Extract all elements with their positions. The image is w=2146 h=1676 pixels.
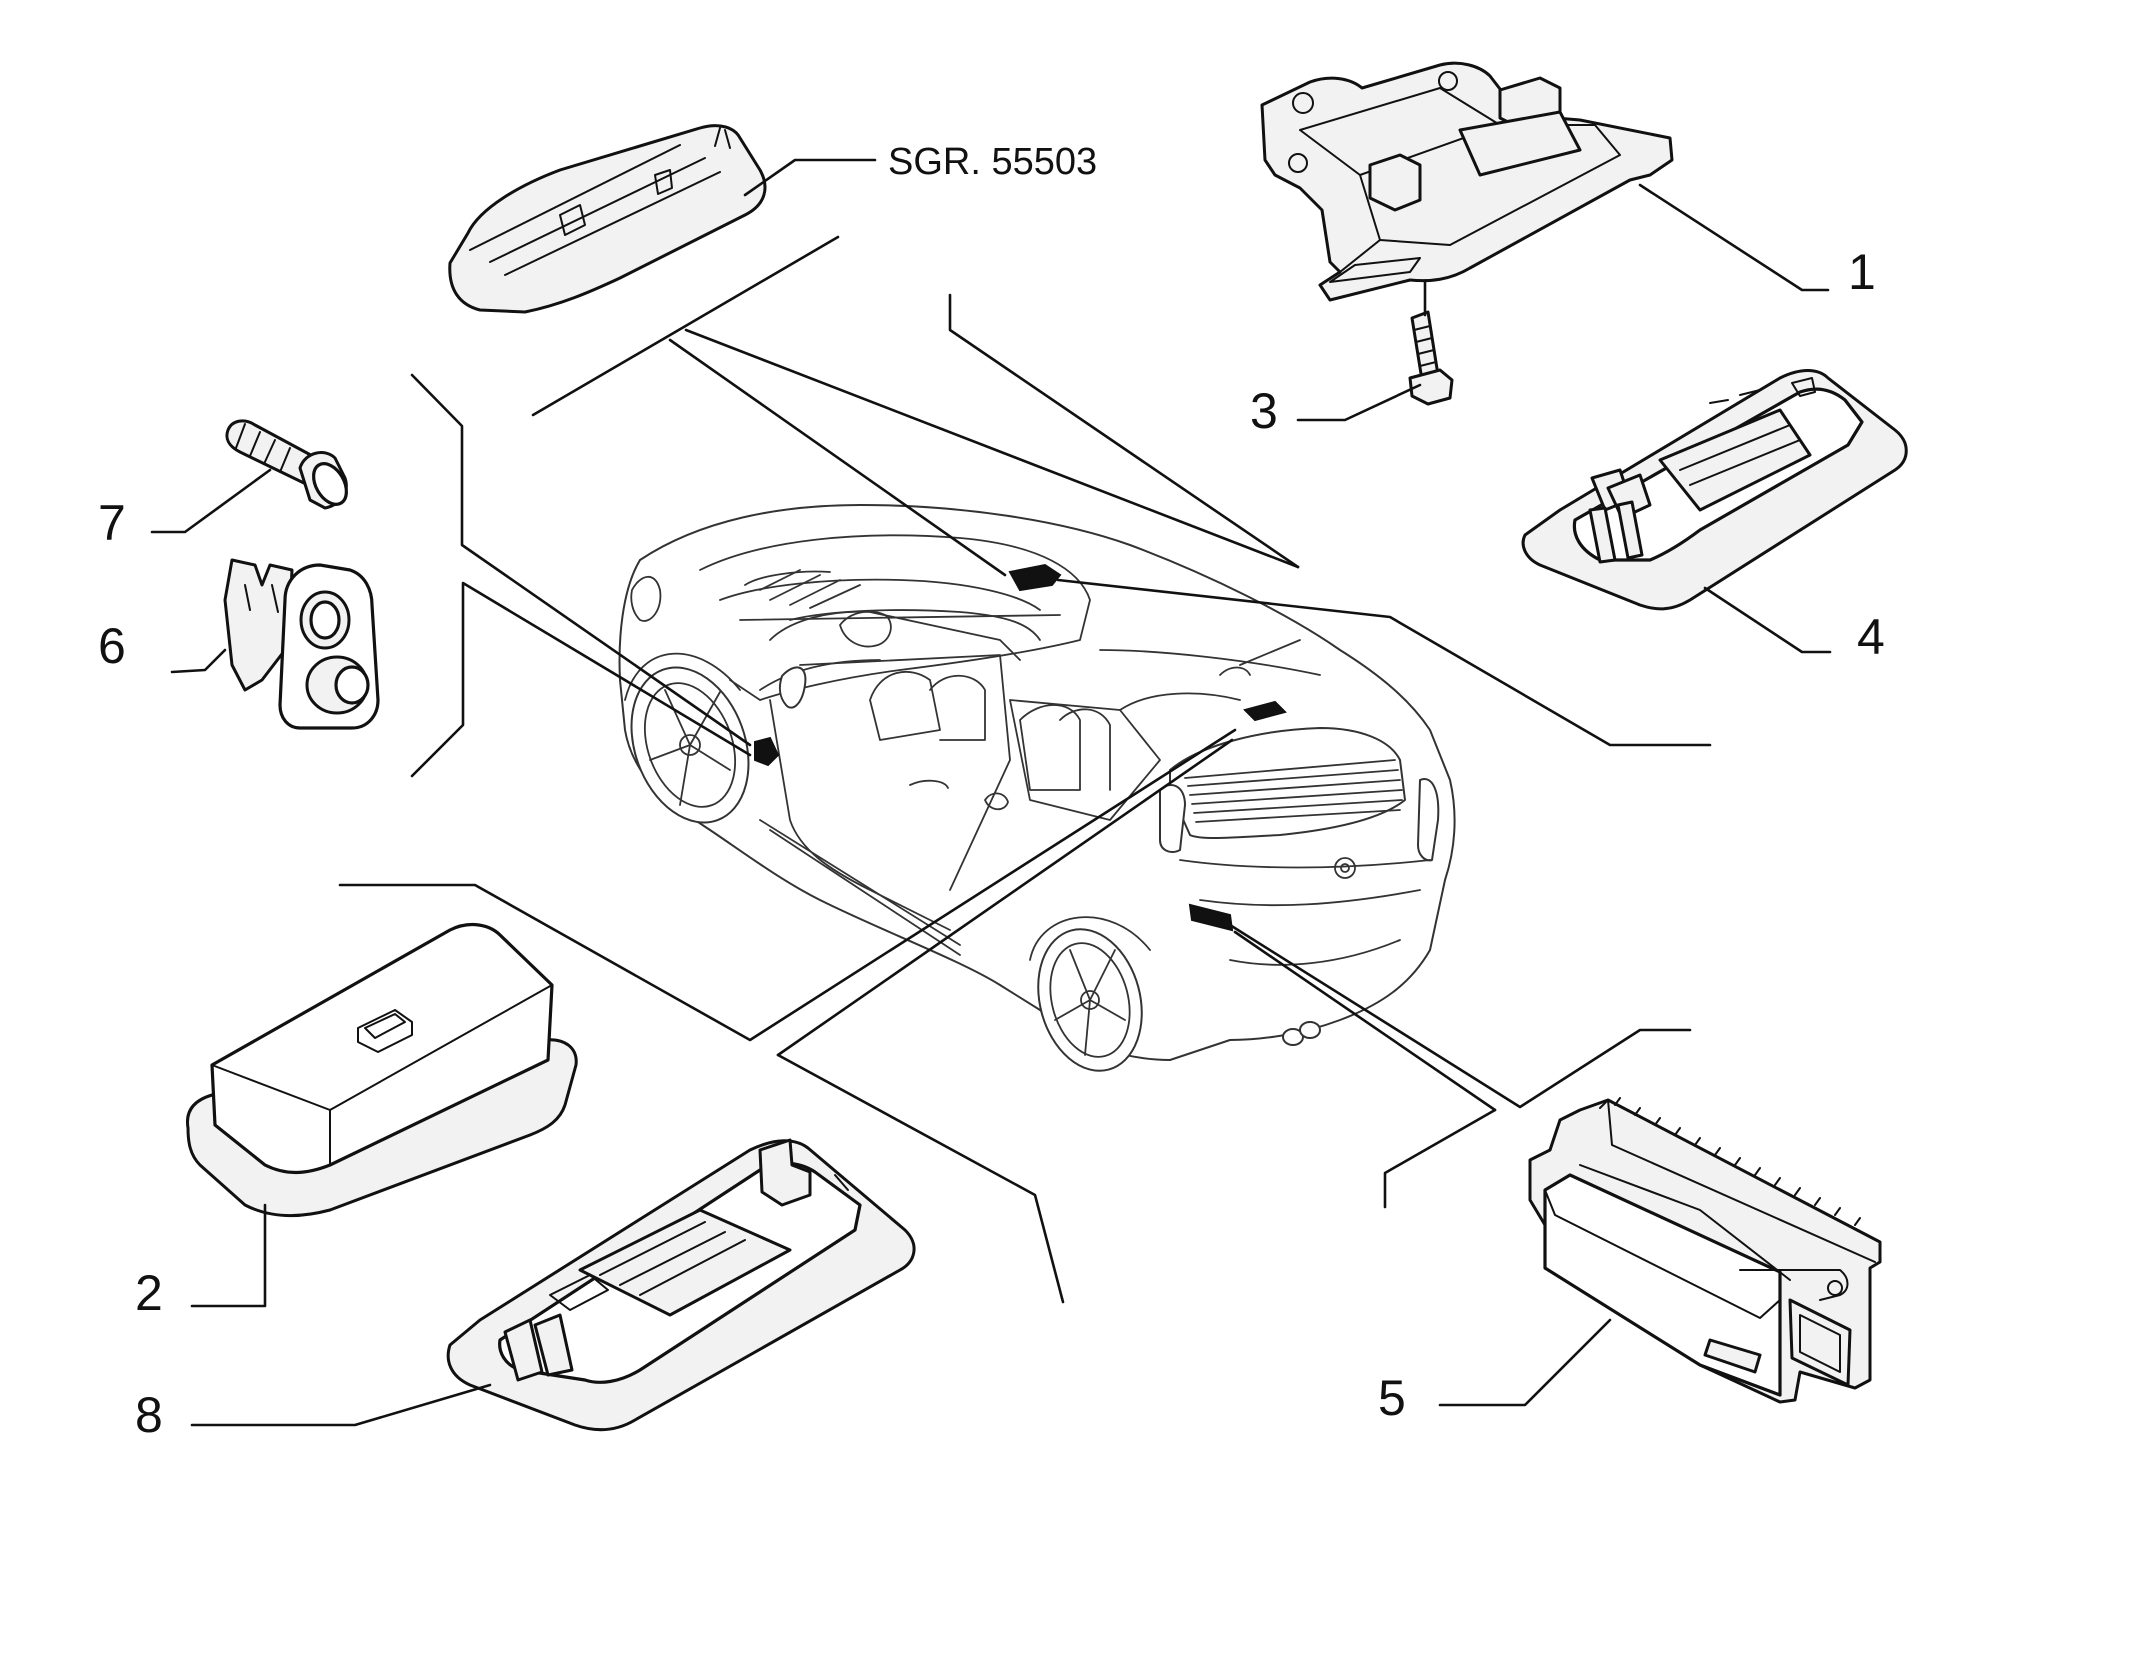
leader-3 [1296, 383, 1422, 422]
leader-sgr [743, 158, 877, 197]
callout-6: 6 [98, 618, 126, 674]
leader-7 [150, 468, 272, 534]
part-6-switch [223, 558, 380, 730]
leader-1 [1638, 183, 1830, 292]
location-marker-door [754, 736, 780, 767]
location-marker-hatch [1243, 700, 1287, 722]
callout-3: 3 [1250, 383, 1278, 439]
location-marker-boot [1188, 903, 1234, 932]
leader-2 [190, 1203, 267, 1308]
part-3-screw [1408, 280, 1454, 406]
callout-5: 5 [1378, 1370, 1406, 1426]
part-7-bolt [225, 419, 348, 510]
part-1-module [1260, 61, 1674, 302]
callout-2: 2 [135, 1265, 163, 1321]
leader-lines [338, 235, 1712, 1304]
callout-4: 4 [1857, 609, 1885, 665]
part-ceiling-light-ref [448, 124, 767, 314]
location-marker-roof [1008, 563, 1062, 592]
reference-label: SGR. 55503 [888, 141, 1097, 183]
callout-1: 1 [1848, 244, 1876, 300]
part-5-connector [1528, 1097, 1882, 1404]
leader-6 [170, 648, 227, 674]
car-illustration [618, 504, 1456, 1072]
part-8-lamp [446, 1138, 916, 1432]
leader-5 [1438, 1318, 1612, 1407]
leader-4 [1703, 586, 1832, 654]
callout-8: 8 [135, 1387, 163, 1443]
part-4-lamp [1521, 369, 1908, 611]
callout-7: 7 [98, 495, 126, 551]
part-2-lamp-cover [185, 922, 578, 1217]
leader-8 [190, 1383, 492, 1427]
